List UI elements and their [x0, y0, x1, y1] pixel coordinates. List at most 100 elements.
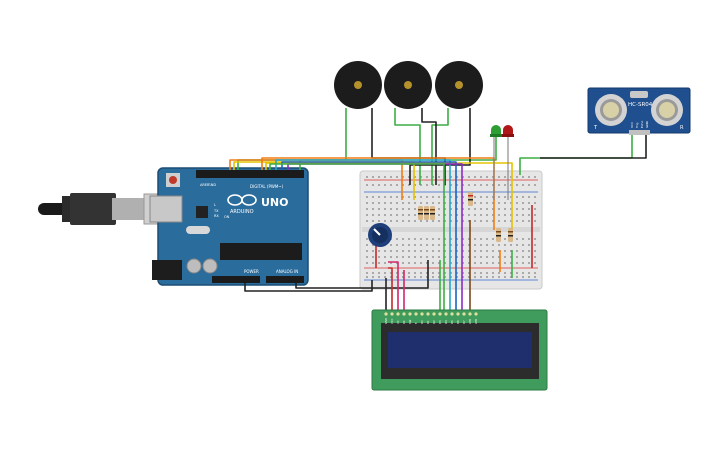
sensor-pin-labels: VCC Trig Echo GND: [630, 120, 649, 129]
breadboard-hole: [498, 276, 500, 278]
breadboard-hole: [528, 276, 530, 278]
breadboard-hole: [498, 244, 500, 246]
breadboard-hole: [498, 196, 500, 198]
wire-green-sensor: [519, 135, 633, 175]
breadboard-hole: [480, 256, 482, 258]
breadboard-hole: [462, 208, 464, 210]
breadboard-hole: [492, 202, 494, 204]
breadboard-hole: [504, 214, 506, 216]
breadboard-hole: [510, 176, 512, 178]
arduino-digital-label: DIGITAL (PWM~): [250, 184, 284, 189]
breadboard-hole: [366, 202, 368, 204]
arduino-tx-label: TX: [213, 209, 219, 213]
breadboard-hole: [456, 196, 458, 198]
sensor-model: HC-SR04: [628, 102, 653, 108]
breadboard-hole: [468, 238, 470, 240]
breadboard-hole: [444, 214, 446, 216]
arduino-aref-label: AREF: [200, 183, 209, 187]
lcd-pin: [456, 312, 460, 316]
breadboard-hole: [402, 196, 404, 198]
breadboard-hole: [378, 202, 380, 204]
breadboard-hole: [432, 202, 434, 204]
breadboard-hole: [492, 184, 494, 186]
breadboard-hole: [366, 276, 368, 278]
breadboard-hole: [534, 214, 536, 216]
breadboard-hole: [390, 220, 392, 222]
breadboard-hole: [534, 256, 536, 258]
breadboard-hole: [480, 176, 482, 178]
reset-button-icon: [169, 176, 177, 184]
breadboard-hole: [522, 184, 524, 186]
breadboard-hole: [534, 262, 536, 264]
lcd-pin: [438, 312, 442, 316]
lcd-screen: [388, 332, 532, 368]
breadboard-hole: [432, 244, 434, 246]
breadboard-hole: [528, 250, 530, 252]
breadboard-hole: [474, 208, 476, 210]
breadboard-hole: [438, 196, 440, 198]
breadboard-hole: [372, 256, 374, 258]
buzzer-2: [384, 61, 432, 109]
breadboard-hole: [402, 220, 404, 222]
wire-yellow-2: [265, 162, 513, 230]
breadboard-hole: [390, 208, 392, 210]
wire-black-buzzer2: [421, 108, 437, 185]
wire-black-gnd-bottom: [244, 280, 373, 292]
breadboard-hole: [420, 184, 422, 186]
breadboard-hole: [378, 220, 380, 222]
breadboard-hole: [486, 272, 488, 274]
breadboard-hole: [534, 196, 536, 198]
breadboard-hole: [414, 176, 416, 178]
breadboard-hole: [516, 214, 518, 216]
breadboard-hole: [468, 176, 470, 178]
breadboard-hole: [474, 214, 476, 216]
breadboard-hole: [462, 276, 464, 278]
breadboard-hole: [414, 208, 416, 210]
buzzer-1: [334, 61, 382, 109]
breadboard-hole: [414, 250, 416, 252]
digital-header: [196, 170, 304, 178]
breadboard-hole: [432, 196, 434, 198]
breadboard-hole: [450, 276, 452, 278]
lcd-pin-label: LED: [468, 319, 472, 324]
breadboard-hole: [522, 272, 524, 274]
breadboard-hole: [402, 238, 404, 240]
breadboard-hole: [504, 176, 506, 178]
breadboard-hole: [420, 176, 422, 178]
breadboard-hole: [366, 250, 368, 252]
breadboard-hole: [450, 196, 452, 198]
breadboard-hole: [408, 202, 410, 204]
breadboard-hole: [390, 272, 392, 274]
breadboard-hole: [498, 214, 500, 216]
breadboard-hole: [414, 276, 416, 278]
breadboard-hole: [426, 272, 428, 274]
breadboard-hole: [486, 220, 488, 222]
breadboard-hole: [516, 176, 518, 178]
breadboard-hole: [384, 184, 386, 186]
breadboard-hole: [468, 256, 470, 258]
breadboard-hole: [480, 262, 482, 264]
breadboard-hole: [456, 202, 458, 204]
breadboard-hole: [486, 184, 488, 186]
breadboard-hole: [486, 244, 488, 246]
breadboard-hole: [402, 244, 404, 246]
breadboard-hole: [402, 256, 404, 258]
breadboard-hole: [438, 176, 440, 178]
breadboard-hole: [396, 238, 398, 240]
breadboard-hole: [462, 184, 464, 186]
breadboard-hole: [426, 238, 428, 240]
breadboard-hole: [516, 238, 518, 240]
breadboard-hole: [504, 244, 506, 246]
breadboard-hole: [432, 238, 434, 240]
breadboard-hole: [378, 250, 380, 252]
breadboard-hole: [522, 220, 524, 222]
breadboard-hole: [468, 262, 470, 264]
breadboard-hole: [486, 208, 488, 210]
breadboard-hole: [414, 220, 416, 222]
breadboard-hole: [510, 276, 512, 278]
breadboard-hole: [432, 220, 434, 222]
arduino-uno-board: ARDUINO UNO DIGITAL (PWM~) POWER ANALOG …: [149, 167, 309, 286]
breadboard-hole: [498, 208, 500, 210]
breadboard-hole: [438, 220, 440, 222]
